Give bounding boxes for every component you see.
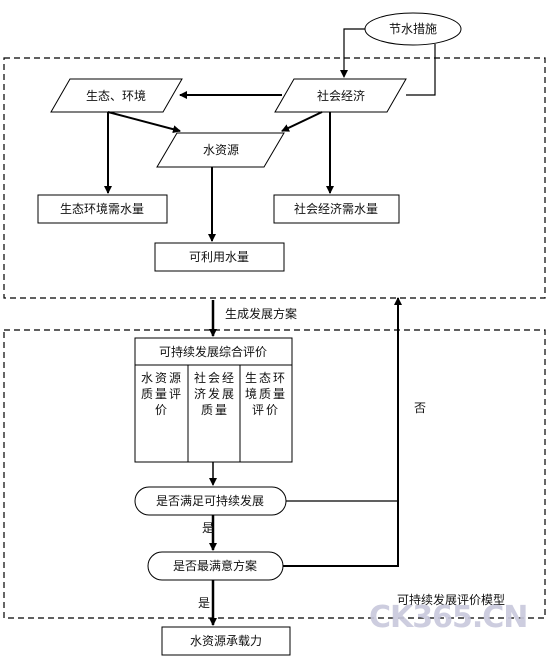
edge-socio-to-water [281, 111, 323, 132]
ecology-environment-label: 生态、环境 [85, 89, 147, 103]
edge-ecology-to-water [107, 111, 181, 134]
socio-economy-label: 社会经济 [316, 89, 366, 103]
socio-economy-node [274, 78, 407, 113]
edge-water-saving-to-socio [340, 28, 365, 78]
edge-no-from-satisfactory [283, 297, 402, 567]
no-label: 否 [414, 401, 427, 415]
water-resources-label: 水资源 [202, 143, 240, 157]
yes-label-2: 是 [198, 596, 211, 610]
upper-dashed-region [3, 57, 546, 299]
socio-econ-quality-label: 社会经济发展质量 [193, 371, 236, 417]
eco-env-demand-node [37, 194, 168, 224]
most-satisfactory-label: 是否最满意方案 [172, 559, 258, 573]
model-region-label: 可持续发展评价模型 [397, 593, 506, 607]
socio-econ-demand-node [273, 194, 400, 224]
lower-dashed-region [3, 329, 546, 619]
carrying-capacity-node [161, 626, 291, 656]
generate-plan-label: 生成发展方案 [225, 307, 298, 321]
available-water-node [154, 242, 285, 272]
eco-env-quality-eval-label: 生态环境质量评价 [244, 371, 287, 417]
ecology-environment-node [50, 78, 183, 113]
socio-econ-demand-label: 社会经济需水量 [293, 202, 379, 216]
available-water-label: 可利用水量 [188, 250, 250, 264]
water-saving-label: 节水措施 [388, 22, 438, 36]
watermark-logo: CK365.CN [369, 600, 528, 635]
carrying-capacity-label: 水资源承载力 [189, 634, 263, 648]
water-resources-node [156, 132, 285, 168]
edge-water-saving-side [406, 44, 436, 96]
meets-sustainable-label: 是否满足可持续发展 [155, 494, 265, 508]
eco-env-demand-label: 生态环境需水量 [59, 202, 145, 216]
water-quality-eval-label: 水资源质量评价 [140, 371, 183, 417]
comprehensive-eval-label: 可持续发展综合评价 [158, 345, 268, 359]
yes-label-1: 是 [202, 521, 215, 535]
